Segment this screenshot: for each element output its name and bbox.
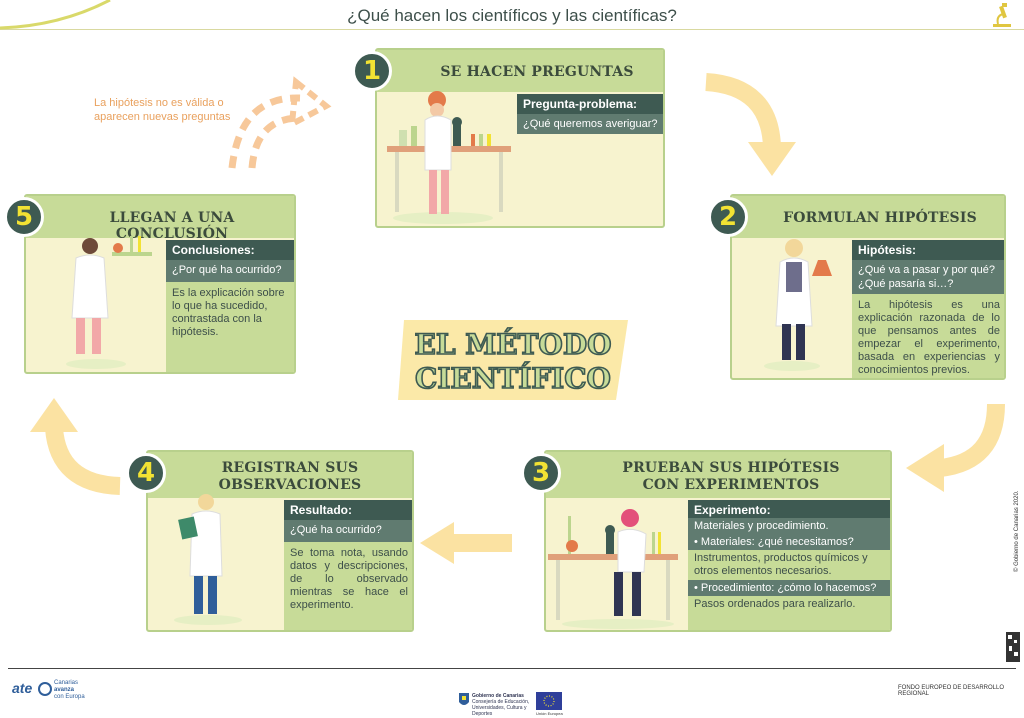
page-title: ¿Qué hacen los científicos y las científ…: [347, 6, 677, 25]
scientist-figure-4: [174, 494, 242, 625]
scientist-figure-2: [764, 239, 832, 371]
step-1-band: [377, 50, 663, 92]
step-2-band: [732, 196, 1004, 238]
step-2-card: FORMULAN HIPÓTESIS Hipótesis: ¿Qué va a …: [730, 194, 1006, 380]
step-4-band: [148, 452, 412, 498]
header-swoosh-decoration: [0, 0, 111, 30]
copyright: © Gobierno de Canarias 2020.: [1014, 490, 1020, 572]
scientist-figure-1: [387, 91, 511, 224]
step-3-title-line2: CON EXPERIMENTOS: [642, 477, 820, 493]
union-europea-text: Unión Europea: [536, 711, 563, 716]
step-5-title: LLEGAN A UNA CONCLUSIÓN: [109, 210, 235, 242]
step-4-body: Se toma nota, usando datos y descripcion…: [284, 542, 412, 630]
gobierno-name: Gobierno de Canarias: [472, 693, 524, 699]
step-5-number: 5: [4, 197, 44, 237]
arrow-2-to-3-icon: [906, 403, 1005, 492]
canarias-text: Canarias: [54, 680, 79, 686]
canarias-avanza-text: Canarias avanza con Europa: [54, 680, 85, 701]
gobierno-text: Gobierno de Canarias Consejería de Educa…: [472, 693, 532, 717]
gobierno-canarias-shield-icon: [459, 693, 469, 705]
step-3-number: 3: [521, 453, 561, 493]
step-2-title: FORMULAN HIPÓTESIS: [783, 210, 977, 226]
step-1-number: 1: [352, 51, 392, 91]
step-2-number: 2: [708, 197, 748, 237]
step-4-card: REGISTRAN SUS OBSERVACIONES Resultado: ¿…: [146, 450, 414, 632]
step-5-heading: Conclusiones:: [166, 240, 294, 260]
center-banner: EL MÉTODO CIENTÍFICO: [398, 320, 628, 400]
step-5-body: Es la explicación sobre lo que ha sucedi…: [166, 282, 294, 372]
step-3-sub: Materiales y procedimiento.: [688, 518, 890, 534]
canarias-avanza-logo-icon: [38, 682, 52, 696]
step-5-question: ¿Por qué ha ocurrido?: [166, 260, 294, 282]
scientist-figure-3: [548, 509, 678, 629]
arrow-1-to-2-icon: [705, 73, 796, 176]
feedback-dashed-arrow-icon: [228, 76, 332, 169]
arrow-3-to-4-icon: [420, 522, 512, 564]
center-title-line2: CIENTÍFICO: [415, 362, 611, 395]
step-3-procedure-text: Pasos ordenados para realizarlo.: [688, 596, 890, 630]
avanza-text: avanza: [54, 687, 75, 693]
step-2-heading: Hipótesis:: [852, 240, 1004, 260]
feedback-note: La hipótesis no es válida o aparecen nue…: [94, 97, 231, 123]
qr-code-icon: [1006, 632, 1020, 662]
step-1-card: SE HACEN PREGUNTAS Pregunta-problema: ¿Q…: [375, 48, 665, 228]
step-1-heading: Pregunta-problema:: [517, 94, 663, 114]
con-europa-text: con Europa: [54, 694, 85, 700]
footer-divider: [8, 668, 1016, 669]
step-3-band: [546, 452, 890, 498]
step-3-heading: Experimento:: [688, 500, 890, 520]
step-1-title: SE HACEN PREGUNTAS: [440, 64, 634, 80]
scientist-figure-5: [66, 236, 152, 369]
step-3-materials-text: Instrumentos, productos químicos y otros…: [688, 550, 890, 580]
center-banner-shape: EL MÉTODO CIENTÍFICO: [398, 320, 628, 400]
microscope-icon: [993, 3, 1011, 27]
step-5-band: [26, 196, 294, 238]
step-2-question: ¿Qué va a pasar y por qué? ¿Qué pasaría …: [852, 260, 1004, 294]
step-2-body: La hipótesis es una explicación razonada…: [852, 294, 1004, 378]
step-4-question: ¿Qué ha ocurrido?: [284, 520, 412, 542]
step-4-heading: Resultado:: [284, 500, 412, 520]
header: ¿Qué hacen los científicos y las científ…: [0, 0, 1024, 30]
step-3-card: PRUEBAN SUS HIPÓTESIS CON EXPERIMENTOS E…: [544, 450, 892, 632]
consejeria-name: Consejería de Educación, Universidades, …: [472, 699, 530, 717]
fondo-europeo-text: FONDO EUROPEO DE DESARROLLO REGIONAL: [898, 685, 1005, 697]
step-5-card: LLEGAN A UNA CONCLUSIÓN Conclusiones: ¿P…: [24, 194, 296, 374]
center-title-line1: EL MÉTODO: [414, 328, 611, 361]
ate-logo: ate: [12, 680, 33, 696]
step-4-title-line1: REGISTRAN SUS: [221, 460, 359, 476]
step-4-number: 4: [126, 453, 166, 493]
step-3-procedure-label: • Procedimiento: ¿cómo lo hacemos?: [688, 580, 890, 596]
arrow-4-to-5-icon: [30, 398, 121, 495]
step-3-title-line1: PRUEBAN SUS HIPÓTESIS: [622, 460, 840, 476]
eu-flag-icon: [536, 692, 562, 710]
step-4-title-line2: OBSERVACIONES: [218, 477, 362, 493]
step-3-materials-label: • Materiales: ¿qué necesitamos?: [688, 534, 890, 550]
step-1-question: ¿Qué queremos averiguar?: [517, 114, 663, 134]
